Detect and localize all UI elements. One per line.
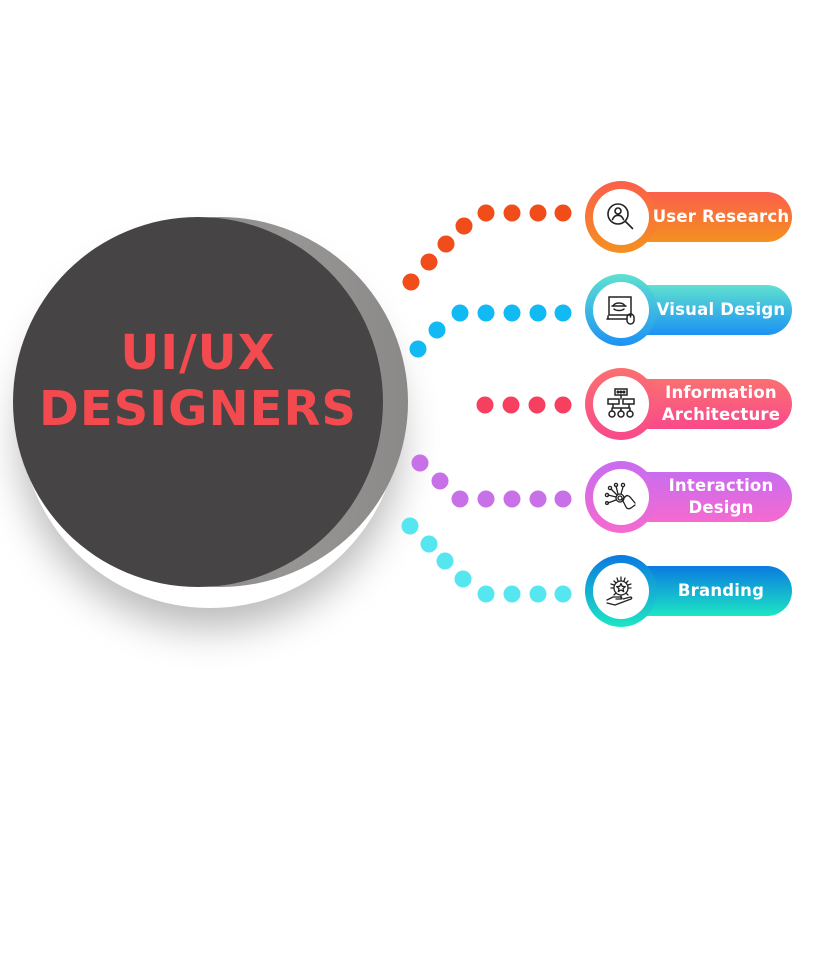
icon-badge xyxy=(593,376,649,432)
branch-label: Visual Design xyxy=(653,285,789,335)
connector-dot xyxy=(529,304,547,322)
icon-ring xyxy=(585,368,657,440)
connector-interaction-design xyxy=(411,454,572,508)
connector-dot xyxy=(455,217,473,235)
connector-dot xyxy=(477,585,495,603)
connector-branding xyxy=(401,517,572,603)
icon-badge xyxy=(593,469,649,525)
connector-user-research xyxy=(402,204,572,291)
branch-label-line-1: Information xyxy=(665,383,777,402)
icon-badge xyxy=(593,563,649,619)
connector-dot xyxy=(401,517,419,535)
touch-network-icon xyxy=(604,482,636,510)
branch-user-research: User Research xyxy=(585,181,792,253)
icon-ring xyxy=(585,461,657,533)
branch-label: Interaction Design xyxy=(653,472,789,522)
sitemap-icon xyxy=(607,388,635,418)
branch-label-line: User Research xyxy=(652,207,790,226)
connector-dot xyxy=(436,552,454,570)
branch-label: Information Architecture xyxy=(653,379,789,429)
connector-dot xyxy=(451,304,469,322)
connector-dot xyxy=(554,304,572,322)
connector-dot xyxy=(477,304,495,322)
connector-dot xyxy=(554,490,572,508)
branch-label-line: Visual Design xyxy=(656,300,786,319)
branch-label-line-2: Design xyxy=(688,498,754,517)
branch-information-architecture: Information Architecture xyxy=(585,368,792,440)
hub-circle xyxy=(13,217,383,587)
monitor-mouse-icon xyxy=(606,296,635,325)
connector-dot xyxy=(402,273,420,291)
connector-dot xyxy=(454,570,472,588)
branch-label: Branding xyxy=(653,566,789,616)
connector-dot xyxy=(502,396,520,414)
connector-dot xyxy=(437,235,455,253)
connector-dot xyxy=(428,321,446,339)
branch-label-line-2: Architecture xyxy=(661,405,781,424)
connector-dot xyxy=(420,253,438,271)
connector-dot xyxy=(503,490,521,508)
icon-badge xyxy=(593,189,649,245)
connector-dot xyxy=(503,204,521,222)
hand-star-icon xyxy=(606,576,633,606)
connector-dot xyxy=(554,585,572,603)
connector-dot xyxy=(476,396,494,414)
connector-dot xyxy=(529,204,547,222)
connector-dot xyxy=(477,490,495,508)
branch-label-line: Branding xyxy=(677,581,765,600)
branch-interaction-design: Interaction Design xyxy=(585,461,792,533)
connector-visual-design xyxy=(409,304,572,358)
icon-badge xyxy=(593,282,649,338)
connector-dot xyxy=(409,340,427,358)
connector-dot xyxy=(411,454,429,472)
connector-information-architecture xyxy=(476,396,572,414)
branch-label-line-1: Interaction xyxy=(668,476,774,495)
icon-ring xyxy=(585,274,657,346)
connector-dot xyxy=(529,585,547,603)
hub-title-line-2: DESIGNERS xyxy=(39,381,357,437)
connector-dot xyxy=(554,204,572,222)
connector-dot xyxy=(431,472,449,490)
icon-ring xyxy=(585,555,657,627)
connector-dot xyxy=(554,396,572,414)
branch-branding: Branding xyxy=(585,555,792,627)
icon-ring xyxy=(585,181,657,253)
connector-dot xyxy=(529,490,547,508)
branch-visual-design: Visual Design xyxy=(585,274,792,346)
user-search-icon xyxy=(607,203,634,230)
connector-dot xyxy=(451,490,469,508)
connector-dot xyxy=(477,204,495,222)
hub-title-line-1: UI/UX xyxy=(120,325,276,381)
hub-title: UI/UX DESIGNERS xyxy=(13,325,383,437)
branch-label: User Research xyxy=(653,192,789,242)
connector-dot xyxy=(503,304,521,322)
connector-dot xyxy=(420,535,438,553)
connector-dot xyxy=(528,396,546,414)
connector-dot xyxy=(503,585,521,603)
